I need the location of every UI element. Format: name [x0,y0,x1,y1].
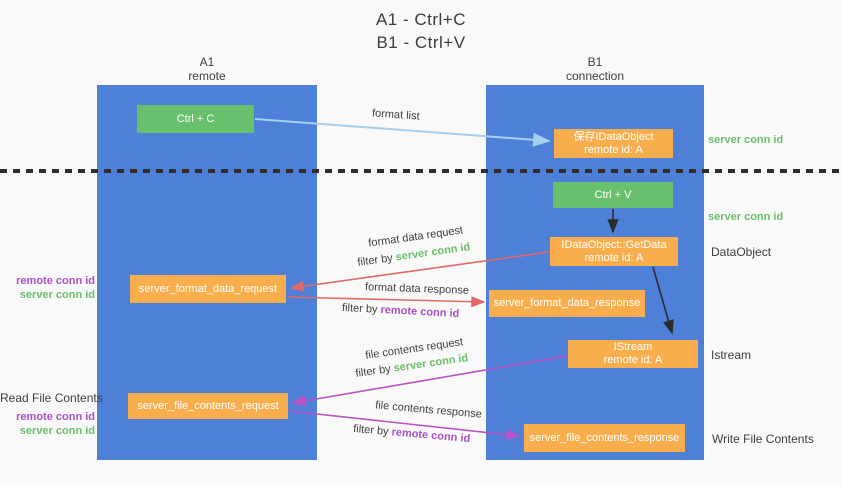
left-label-conn-ids-2: remote conn id server conn id [0,410,95,438]
node-server-format-data-request: server_format_data_request [130,275,286,303]
node-server-file-contents-request-label: server_file_contents_request [137,399,279,412]
node-idataobject-getdata: IDataObject::GetData remote id: A [550,237,678,266]
column-a1-label: A1 [199,55,215,69]
column-b1-sublabel: connection [565,69,625,83]
remote-conn-id-text-2: remote conn id [391,426,471,446]
title-line-2: B1 - Ctrl+V [376,33,466,52]
node-server-format-data-response-label: server_format_data_response [493,297,641,309]
edge-label-filter-remote-conn-2: filter by remote conn id [353,423,471,445]
right-istream-text: Istream [711,348,752,362]
node-server-file-contents-request: server_file_contents_request [128,393,288,419]
node-istream-line2: remote id: A [603,354,663,366]
server-conn-id-text-1: server conn id [394,241,472,264]
right-server-conn-id-2-text: server conn id [708,211,784,223]
phase-divider-dashed-line [0,169,842,173]
filter-by-text-1: filter by [356,252,394,269]
node-save-idataobject-line1: 保存IDataObject [573,130,654,143]
node-istream: IStream remote id: A [568,340,698,368]
right-server-conn-id-1-text: server conn id [708,134,784,146]
right-label-istream: Istream [711,348,751,362]
column-b1-label: B1 [587,55,603,69]
column-header-a1: A1 remote [97,55,317,83]
node-save-idataobject-line2: remote id: A [584,143,643,156]
node-server-file-contents-response-label: server_file_contents_response [529,431,680,444]
filter-by-text-4: filter by [352,422,390,438]
node-idataobject-getdata-line2: remote id: A [584,251,644,264]
edge-label-file-contents-response-text: file contents response [374,399,483,421]
remote-conn-id-text-1: remote conn id [380,303,460,321]
filter-by-text-3: filter by [354,363,392,380]
edge-label-format-data-response: format data response [365,281,469,297]
filter-by-text-2: filter by [341,301,378,316]
left-server-conn-id-2: server conn id [19,425,95,437]
node-ctrl-v: Ctrl + V [553,182,673,208]
edge-label-format-list: format list [372,107,420,122]
node-save-idataobject: 保存IDataObject remote id: A [554,129,673,158]
node-server-format-data-response: server_format_data_response [489,290,645,317]
diagram-title: A1 - Ctrl+C B1 - Ctrl+V [0,8,842,54]
node-ctrl-v-label: Ctrl + V [594,188,632,201]
right-dataobject-text: DataObject [711,245,772,259]
column-a1-sublabel: remote [188,69,226,83]
column-header-b1: B1 connection [486,55,704,83]
left-read-file-contents-text: Read File Contents [0,391,103,405]
node-istream-line1: IStream [613,341,653,353]
edge-label-format-data-response-text: format data response [364,281,470,297]
left-remote-conn-id-1: remote conn id [16,275,95,287]
node-ctrl-c-label: Ctrl + C [176,112,215,125]
right-label-server-conn-id-1: server conn id [708,134,783,146]
left-server-conn-id-1: server conn id [19,289,95,301]
left-label-conn-ids-1: remote conn id server conn id [0,274,95,302]
left-label-read-file-contents: Read File Contents [0,391,103,405]
left-remote-conn-id-2: remote conn id [16,411,95,423]
right-label-server-conn-id-2: server conn id [708,211,783,223]
node-server-format-data-request-label: server_format_data_request [138,282,278,295]
edge-label-format-list-text: format list [371,107,421,123]
title-line-1: A1 - Ctrl+C [375,10,467,29]
edge-label-file-contents-response: file contents response [375,399,483,420]
right-write-file-contents-text: Write File Contents [712,432,814,446]
node-idataobject-getdata-line1: IDataObject::GetData [561,238,667,251]
node-ctrl-c: Ctrl + C [137,105,254,133]
edge-label-filter-remote-conn-1: filter by remote conn id [342,302,460,320]
node-server-file-contents-response: server_file_contents_response [524,424,685,452]
right-label-dataobject: DataObject [711,245,771,259]
right-label-write-file-contents: Write File Contents [712,432,814,446]
